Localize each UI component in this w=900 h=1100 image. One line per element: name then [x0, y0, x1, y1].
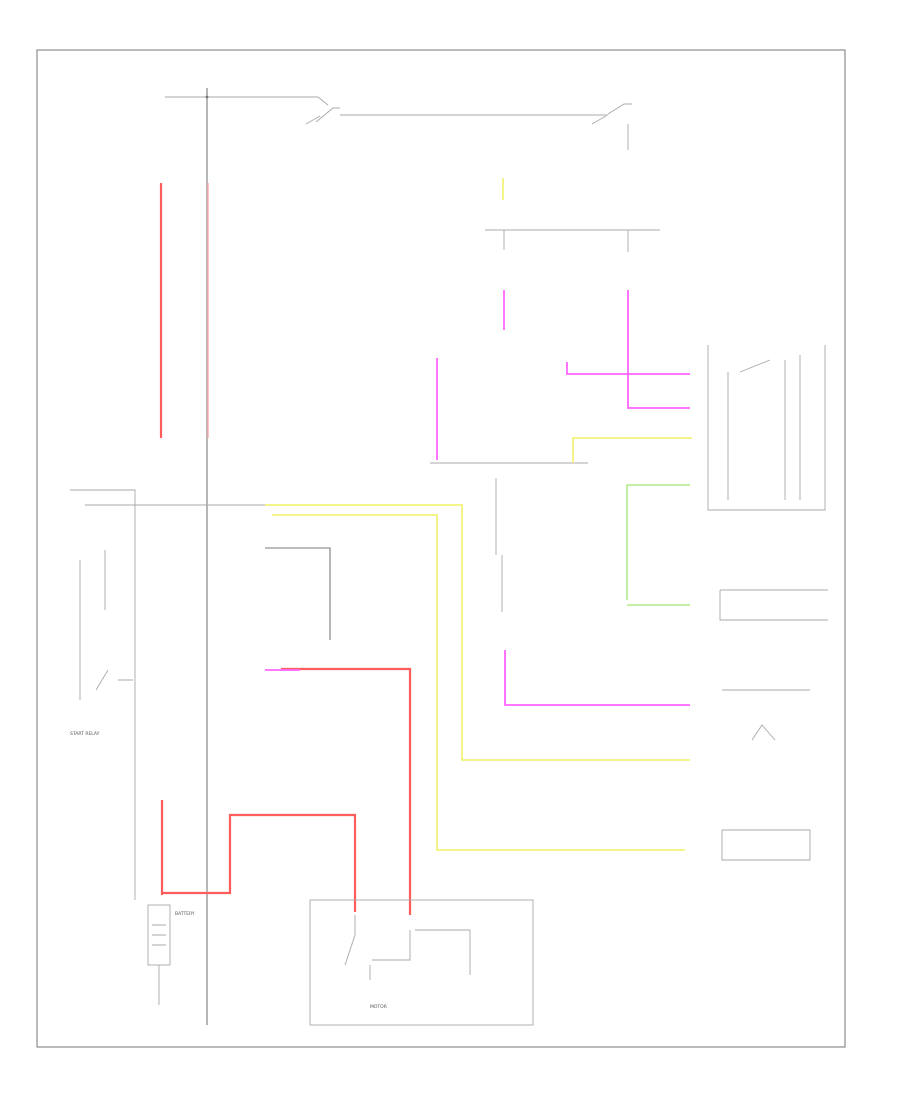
ignition-switch-wiring — [165, 88, 632, 1025]
diagram-frame — [36, 49, 846, 1048]
starter-motor-label: MOTOR — [370, 1004, 387, 1010]
battery-feed-wires — [159, 183, 412, 915]
start-relay: START RELAY — [70, 550, 133, 737]
fuse-box-wiring — [430, 178, 692, 464]
starter-motor: MOTOR — [309, 899, 534, 1026]
battery-label: BATTERY — [175, 911, 195, 917]
start-relay-label: START RELAY — [70, 731, 100, 737]
signal-wires — [70, 478, 690, 900]
battery-symbol: BATTERY — [147, 904, 195, 1005]
right-components — [707, 345, 828, 861]
